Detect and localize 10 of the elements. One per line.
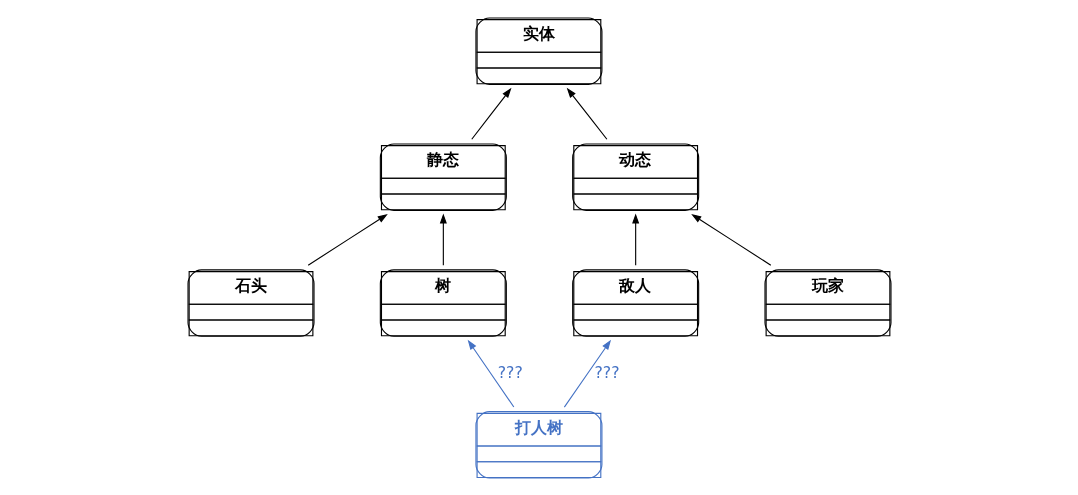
arrow	[690, 213, 771, 266]
arrow	[563, 339, 611, 408]
arrow	[307, 213, 388, 266]
edge-label: ???	[497, 362, 523, 382]
arrow	[470, 87, 511, 140]
edge-label: ???	[593, 362, 620, 382]
arrow	[566, 87, 607, 140]
arrow	[439, 212, 447, 266]
arrow	[631, 212, 639, 266]
arrow	[467, 339, 514, 408]
